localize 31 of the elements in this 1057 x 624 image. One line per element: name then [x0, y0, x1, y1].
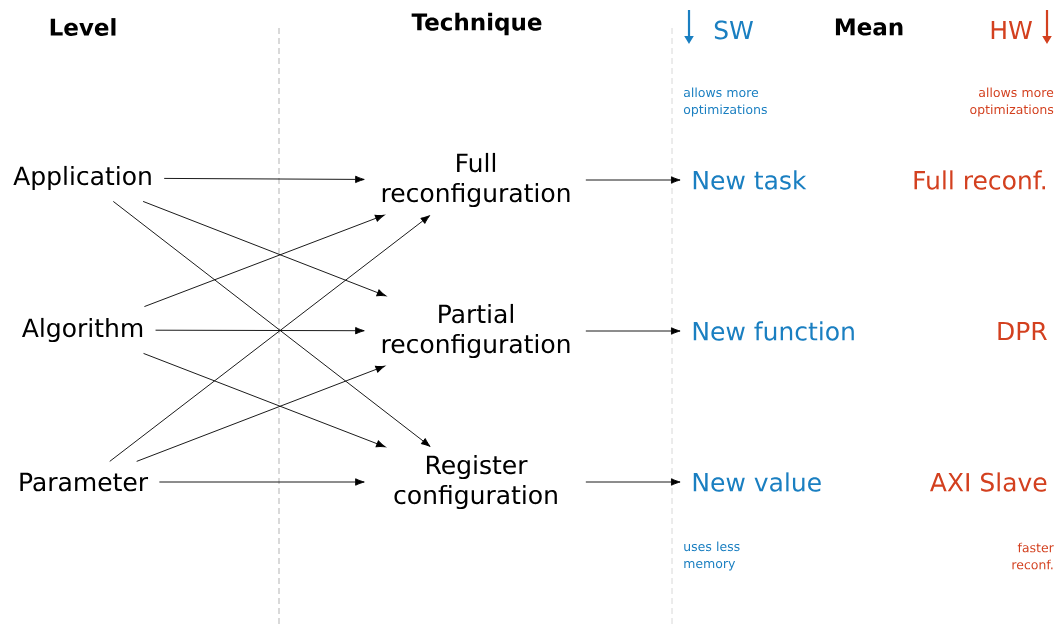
arrow — [142, 201, 387, 297]
mean-label: New value — [693, 472, 821, 492]
mean-label: New task — [693, 170, 807, 190]
column-heading: Mean — [835, 18, 903, 36]
arrow — [155, 327, 365, 335]
mean-label: DPR — [998, 321, 1047, 341]
hw-label: HW — [991, 20, 1032, 40]
note-text: faster reconf. — [1012, 542, 1054, 570]
level-label: Application — [13, 165, 151, 191]
technique-label: Register configuration — [394, 454, 557, 510]
mean-label: New function — [693, 321, 854, 341]
arrow — [136, 365, 386, 462]
arrow — [143, 353, 386, 448]
arrow — [143, 214, 385, 307]
level-label: Parameter — [20, 472, 149, 492]
note-text: allows more optimizations — [970, 87, 1054, 117]
mean-label: AXI Slave — [930, 472, 1047, 492]
sw-label: SW — [714, 20, 753, 40]
technique-label: Full reconfiguration — [382, 152, 570, 208]
column-heading: Technique — [411, 12, 542, 36]
technique-label: Partial reconfiguration — [382, 303, 570, 359]
arrow — [163, 175, 365, 184]
mean-label: Full reconf. — [914, 170, 1045, 190]
note-text: allows more optimizations — [683, 87, 767, 117]
arrow — [585, 478, 681, 486]
arrow — [158, 478, 365, 486]
arrow — [585, 176, 681, 184]
arrow — [585, 327, 681, 335]
column-heading: Level — [50, 18, 116, 36]
level-label: Algorithm — [21, 317, 143, 343]
note-text: uses less memory — [684, 541, 740, 571]
